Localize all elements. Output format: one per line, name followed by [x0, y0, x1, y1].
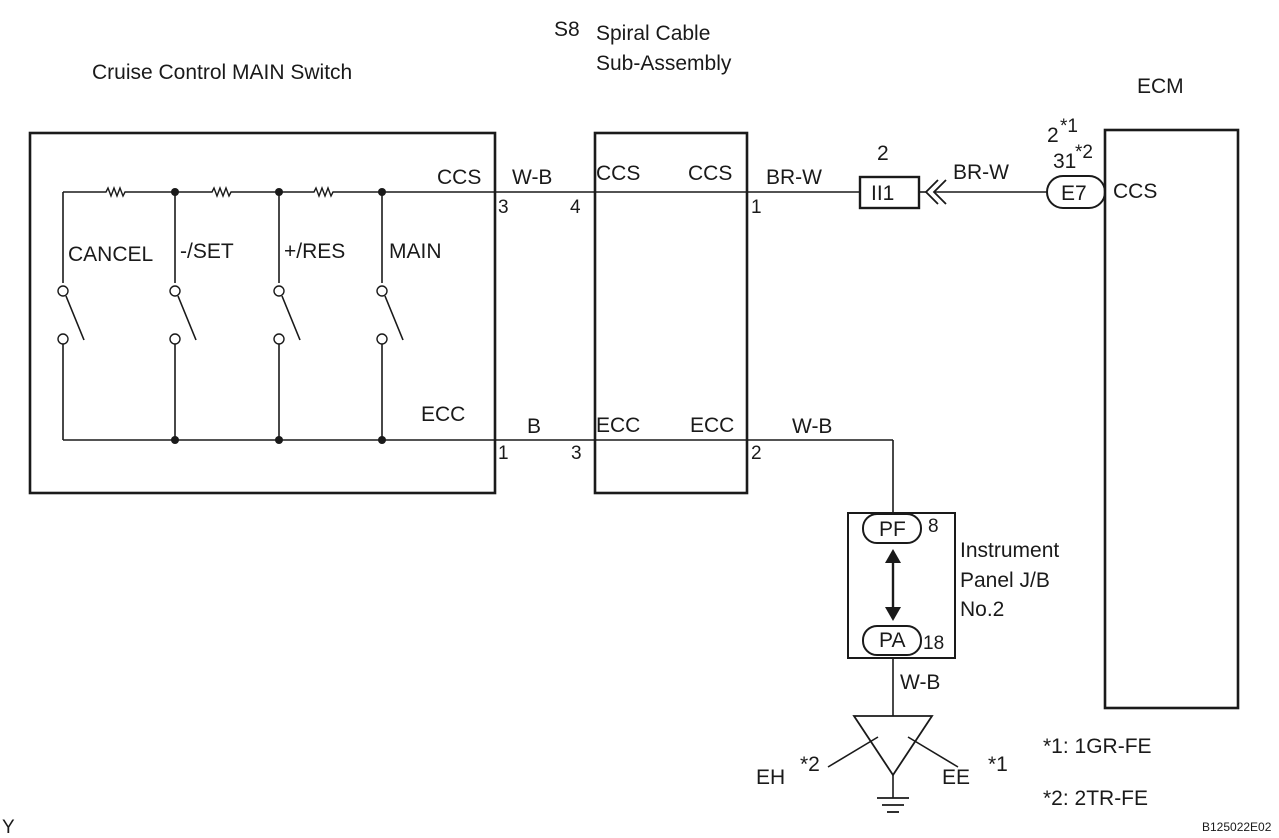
ecm-title: ECM — [1137, 75, 1184, 98]
wire-color-3: BR-W — [953, 161, 1009, 184]
jb-title-1: Instrument — [960, 539, 1059, 562]
corner-mark: Y — [2, 817, 15, 838]
jb-arrow-down — [885, 607, 901, 621]
wire-color-1: W-B — [512, 166, 552, 189]
switch-terminal-ccs: CCS — [437, 166, 481, 189]
junction-dot — [378, 436, 386, 444]
spiral-title-2: Sub-Assembly — [596, 52, 732, 75]
jb-arrow-up — [885, 549, 901, 563]
wire-color-5: W-B — [792, 415, 832, 438]
label-set: -/SET — [180, 240, 234, 263]
spiral-pin-right-ecc: 2 — [751, 443, 762, 464]
wire-color-6: W-B — [900, 671, 940, 694]
inline-connector-chevron — [924, 179, 939, 205]
spiral-pin-left-ccs: 4 — [570, 197, 581, 218]
ground-label-ee: EE — [942, 766, 970, 789]
ecm-box — [1103, 128, 1240, 710]
resistor-3 — [309, 187, 339, 197]
switch-cancel — [57, 285, 85, 440]
wire-color-4: B — [527, 415, 541, 438]
spiral-pin-left-ecc: 3 — [571, 443, 582, 464]
ground-leader-left — [827, 736, 879, 768]
switch-terminal-ecc: ECC — [421, 403, 465, 426]
resistor-1 — [101, 187, 131, 197]
connector-pa — [862, 625, 922, 656]
ecm-pin-1-note: *1 — [1060, 116, 1078, 137]
ecm-terminal-ccs: CCS — [1113, 180, 1157, 203]
connector-pa-label: PA — [879, 629, 905, 652]
inline-connector-chevron — [932, 179, 947, 205]
switch-title: Cruise Control MAIN Switch — [92, 61, 352, 84]
spiral-left-ccs: CCS — [596, 162, 640, 185]
junction-dot — [275, 436, 283, 444]
note-1: *1: 1GR-FE — [1043, 735, 1152, 758]
ground-leader-right — [907, 736, 959, 768]
switch-pin-ccs: 3 — [498, 197, 509, 218]
switch-set — [169, 192, 197, 440]
connector-pa-pin: 18 — [923, 633, 944, 654]
ground-note-ee: *1 — [988, 753, 1008, 776]
figure-id: B125022E02 — [1202, 820, 1272, 834]
junction-dot — [171, 436, 179, 444]
jb-title-2: Panel J/B — [960, 569, 1050, 592]
ground-label-eh: EH — [756, 766, 785, 789]
label-cancel: CANCEL — [68, 243, 153, 266]
connector-ii1-pin: 2 — [877, 142, 889, 165]
spiral-box — [593, 131, 749, 495]
spiral-code: S8 — [554, 18, 580, 41]
spiral-pin-right-ccs: 1 — [751, 197, 762, 218]
switch-box — [28, 131, 497, 495]
connector-e7-label: E7 — [1061, 182, 1087, 205]
ecm-pin-2-note: *2 — [1075, 142, 1093, 163]
jb-title-3: No.2 — [960, 598, 1004, 621]
label-main: MAIN — [389, 240, 442, 263]
switch-pin-ecc: 1 — [498, 443, 509, 464]
connector-pf — [862, 513, 922, 544]
wire-color-2: BR-W — [766, 166, 822, 189]
ecm-pin-1: 2 — [1047, 124, 1059, 147]
switch-res — [273, 192, 301, 440]
connector-ii1-label: II1 — [871, 182, 894, 205]
spiral-title-1: Spiral Cable — [596, 22, 710, 45]
connector-pf-pin: 8 — [928, 516, 939, 537]
spiral-left-ecc: ECC — [596, 414, 640, 437]
note-2: *2: 2TR-FE — [1043, 787, 1148, 810]
spiral-right-ecc: ECC — [690, 414, 734, 437]
resistor-2 — [207, 187, 237, 197]
ground-triangle — [852, 715, 934, 777]
ground-note-eh: *2 — [800, 753, 820, 776]
spiral-right-ccs: CCS — [688, 162, 732, 185]
ecm-pin-2: 31 — [1053, 150, 1076, 173]
connector-pf-label: PF — [879, 518, 906, 541]
switch-main — [376, 192, 404, 440]
label-res: +/RES — [284, 240, 345, 263]
